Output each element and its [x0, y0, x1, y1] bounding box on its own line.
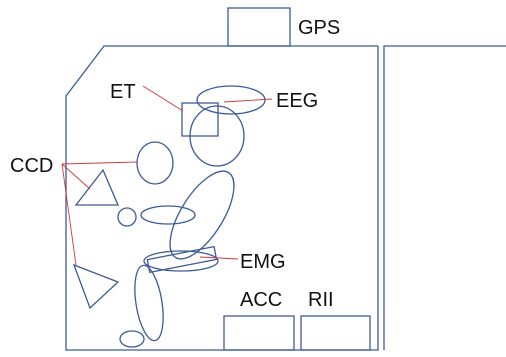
ccd-camera-dash — [74, 168, 119, 206]
eeg-label: EEG — [276, 90, 318, 112]
driver-thigh — [143, 250, 219, 272]
ccd-camera-floor — [72, 263, 120, 310]
ccd-leader-line-front — [61, 161, 138, 165]
eeg-leader-line — [223, 98, 273, 103]
gps-label: GPS — [298, 17, 340, 39]
driver-upper-arm — [140, 205, 196, 225]
et-label: ET — [110, 81, 136, 103]
acc-unit — [223, 315, 295, 351]
acc-label: ACC — [240, 289, 282, 311]
ccd-leader-line-dash — [61, 163, 91, 190]
et-leader-line — [142, 85, 184, 112]
cabin-outline — [65, 45, 379, 351]
rii-unit — [300, 315, 371, 351]
emg-leader-line — [199, 256, 239, 260]
ccd-label: CCD — [10, 155, 53, 177]
rii-label: RII — [308, 289, 334, 311]
emg-label: EMG — [240, 251, 286, 273]
side-panel — [383, 45, 506, 350]
eeg-cap — [196, 85, 266, 115]
driver-torso — [169, 170, 235, 260]
ccd-camera-front — [136, 141, 174, 185]
driver-figure — [117, 85, 266, 348]
driver-lower-leg — [134, 264, 164, 342]
gps-unit — [227, 7, 291, 47]
ccd-leader-line-floor — [61, 163, 77, 266]
emg-sensor — [146, 245, 218, 274]
eye-tracker-device — [181, 102, 219, 137]
driver-foot — [119, 330, 145, 348]
driver-hand — [117, 207, 137, 227]
